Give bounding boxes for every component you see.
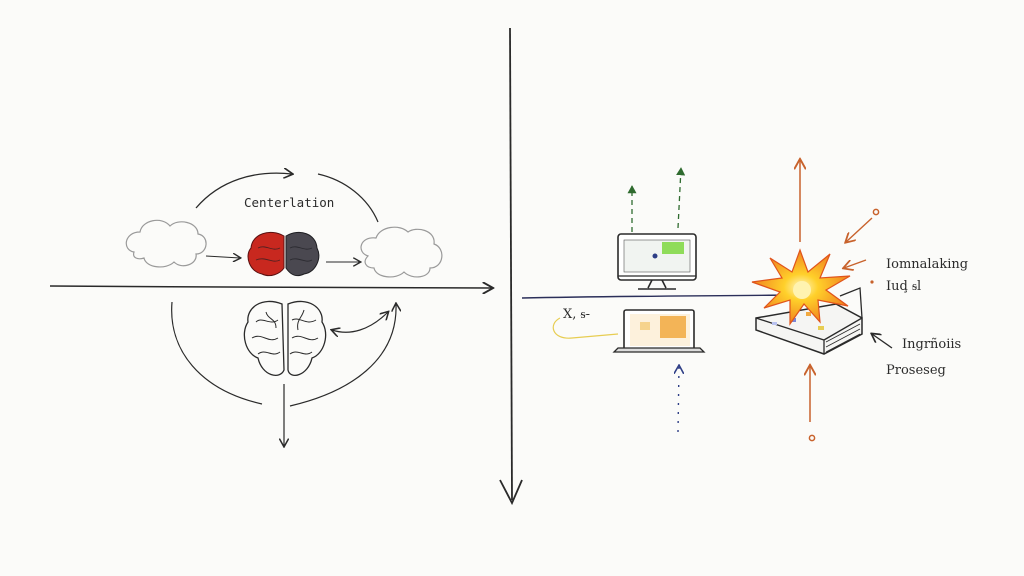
- right-horizontal-axis: [521, 294, 791, 299]
- processing-label-line2: Proseseg: [886, 363, 946, 378]
- dashed-arrow-blue: [678, 366, 679, 433]
- impact-label-line2: Iuḑ ᵴl: [886, 279, 921, 294]
- brain-right-hemisphere: [285, 232, 320, 277]
- brain-icon: [243, 300, 327, 376]
- left-panel: Centerlation: [125, 173, 443, 446]
- arrow-to-server: [872, 334, 893, 349]
- laptop-icon: X, ᵴ-: [552, 307, 706, 353]
- explosion-icon: [751, 248, 851, 326]
- yellow-cable: [552, 317, 619, 339]
- loop-arrow-left: [171, 301, 263, 405]
- orange-dot: [870, 280, 874, 284]
- orange-arrow-diagonal: [846, 217, 873, 242]
- orange-dot: [872, 208, 880, 216]
- cloud-icon: [360, 226, 443, 278]
- dashed-arrow-green-right: [676, 167, 686, 229]
- processing-label-line1: Ingrñoiis: [902, 337, 961, 352]
- impact-label-line1: Iomnalaking: [886, 257, 968, 272]
- monitor-icon: [617, 233, 697, 290]
- loop-arrow-right: [289, 304, 396, 407]
- orange-dot: [808, 434, 816, 442]
- centerlation-label: Centerlation: [244, 195, 334, 210]
- brain-left-hemisphere: [247, 232, 285, 277]
- arrow-cloud-to-brain: [205, 256, 240, 258]
- brain-icon: [247, 232, 320, 277]
- right-panel: X, ᵴ-: [552, 160, 968, 442]
- cycle-arrow-top-right: [317, 173, 379, 223]
- cloud-icon: [125, 219, 207, 268]
- cycle-arrow-top: [195, 173, 292, 209]
- main-axes: [49, 27, 791, 506]
- vertical-axis: [509, 27, 513, 501]
- double-arrow: [332, 312, 388, 332]
- left-horizontal-axis: [49, 286, 492, 288]
- orange-arrow-short: [844, 259, 867, 268]
- x-label: X, ᵴ-: [563, 307, 590, 322]
- vertical-axis-arrowhead: [499, 479, 523, 506]
